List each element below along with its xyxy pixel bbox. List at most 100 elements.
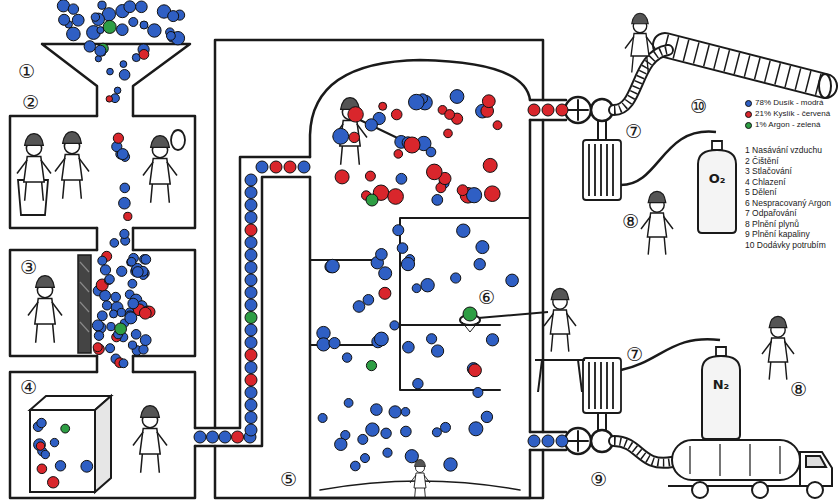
- molecule-ball: [457, 224, 470, 237]
- cylinder-valve: [712, 141, 722, 150]
- molecule-ball: [136, 1, 148, 13]
- molecule-ball: [371, 404, 383, 416]
- worker-figure: [143, 136, 177, 203]
- molecule-ball: [432, 345, 444, 357]
- molecule-ball: [92, 320, 103, 331]
- legend-note: 3 Stlačování: [745, 167, 792, 176]
- molecule-ball: [432, 195, 443, 206]
- molecule-ball: [444, 458, 457, 471]
- molecule-ball: [148, 24, 161, 37]
- molecule-ball: [451, 273, 461, 283]
- outlet-pipe: [530, 100, 566, 450]
- tanker-truck: [806, 456, 826, 467]
- molecule-ball: [95, 45, 106, 56]
- intake-funnel: [42, 44, 190, 116]
- molecule-ball: [493, 121, 502, 130]
- molecule-ball: [245, 374, 257, 386]
- evaporator-symbol: [583, 358, 621, 413]
- molecule-ball: [139, 307, 151, 319]
- tanker-truck: [692, 482, 708, 498]
- callout-number: ⑦: [625, 122, 642, 141]
- molecule-ball: [117, 149, 128, 160]
- callout-number: ⑧: [790, 380, 807, 399]
- flexible-hose: [614, 441, 672, 463]
- molecule-ball: [397, 243, 408, 254]
- molecule-ball: [128, 298, 139, 309]
- molecule-ball: [486, 334, 498, 346]
- molecule-ball: [139, 50, 149, 60]
- molecule-ball: [194, 431, 206, 443]
- molecule-ball: [245, 399, 257, 411]
- argon-net: [535, 360, 585, 392]
- molecule-ball: [426, 147, 436, 157]
- molecule-ball: [141, 255, 151, 265]
- chamber-pipe: [97, 228, 133, 250]
- molecule-ball: [335, 170, 349, 184]
- legend-text: 1% Argon - zelená: [755, 121, 820, 129]
- worker-figure: [625, 13, 655, 72]
- molecule-ball: [50, 438, 58, 446]
- molecule-ball: [119, 359, 128, 368]
- molecule-ball: [298, 161, 310, 173]
- molecule-ball: [366, 361, 376, 371]
- molecule-ball: [219, 431, 231, 443]
- molecule-ball: [556, 104, 568, 116]
- molecule-ball: [344, 399, 353, 408]
- cylinder-label: O₂: [694, 172, 740, 185]
- molecule-ball: [36, 442, 44, 450]
- callout-number: ②: [22, 93, 39, 112]
- cooler-cabinet: [95, 396, 111, 492]
- illustration: [10, 40, 613, 498]
- molecule-ball: [97, 311, 107, 321]
- molecule-ball: [84, 41, 95, 52]
- molecule-ball: [469, 364, 482, 377]
- argon-net: [478, 312, 548, 318]
- molecule-ball: [351, 461, 361, 471]
- molecule-ball: [381, 428, 391, 438]
- molecule-ball: [284, 161, 296, 173]
- molecule-ball: [167, 32, 176, 41]
- callout-number: ⑤: [280, 470, 297, 489]
- supply-pipeline: [665, 45, 825, 86]
- flexible-hose: [614, 50, 668, 110]
- worker-figure: [55, 132, 89, 199]
- molecule-ball: [94, 344, 105, 355]
- legend-note: 6 Nespracovaný Argon: [745, 199, 831, 208]
- worker-figure: [17, 13, 794, 499]
- molecule-ball: [111, 292, 121, 302]
- molecule-ball: [379, 267, 392, 280]
- cooler-cabinet: [30, 410, 95, 492]
- callout-number: ①: [18, 62, 35, 81]
- molecule-ball: [542, 435, 554, 447]
- molecule-ball: [91, 13, 99, 21]
- cylinder-outline: [702, 356, 740, 439]
- molecule-ball: [444, 129, 453, 138]
- cleaning-equipment: [171, 130, 185, 150]
- evaporator-symbol: [589, 144, 613, 196]
- molecule-ball: [93, 343, 102, 352]
- molecule-ball: [528, 435, 540, 447]
- legend-swatch: [745, 122, 752, 129]
- worker-figure: [641, 191, 673, 254]
- molecule-ball: [390, 321, 399, 330]
- legend-note: 9 Plnění kapaliny: [745, 230, 810, 239]
- molecule-ball: [245, 262, 257, 274]
- molecule-ball: [476, 241, 489, 254]
- molecule-ball: [67, 27, 81, 41]
- molecule-ball: [124, 1, 136, 13]
- molecule-ball: [100, 265, 110, 275]
- compression-chamber: [10, 250, 195, 356]
- molecule-ball: [98, 1, 106, 9]
- molecule-ball: [427, 164, 443, 180]
- molecule-ball: [366, 423, 379, 436]
- supply-pipeline: [819, 74, 831, 98]
- molecule-ball: [365, 171, 375, 181]
- molecule-ball: [463, 307, 477, 321]
- molecule-ball: [117, 24, 129, 36]
- worker-figure: [410, 460, 430, 500]
- molecule-ball: [33, 0, 568, 488]
- callout-number: ⑧: [622, 212, 639, 231]
- molecule-ball: [318, 414, 327, 423]
- worker-figure: [333, 98, 367, 165]
- molecule-ball: [245, 312, 257, 324]
